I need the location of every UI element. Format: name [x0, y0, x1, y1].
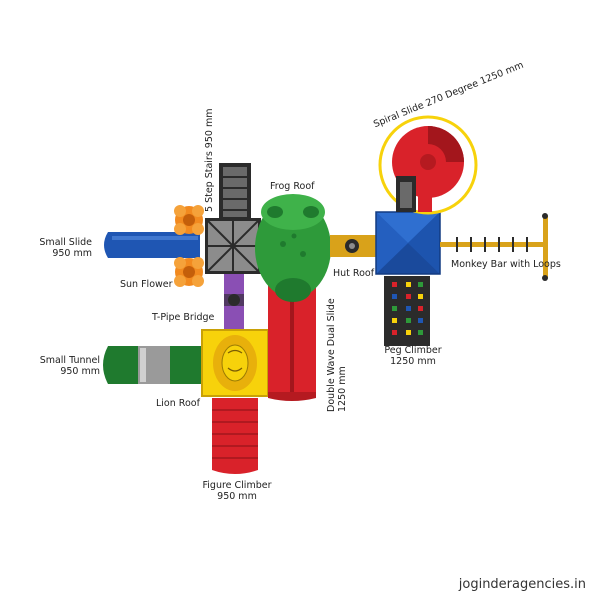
label-step-stairs: 5 Step Stairs 950 mm — [204, 108, 215, 212]
label-figure-climber: Figure Climber 950 mm — [194, 480, 280, 502]
t-pipe-bridge — [224, 274, 244, 330]
label-small-tunnel-name: Small Tunnel — [39, 355, 100, 366]
label-peg-climber-size: 1250 mm — [390, 356, 436, 367]
small-tunnel — [103, 346, 204, 384]
label-double-wave: Double Wave Dual Slide 1250 mm — [326, 298, 348, 412]
deck-platform — [205, 218, 261, 274]
label-small-slide: Small Slide 950 mm — [18, 237, 92, 259]
frog-roof — [255, 194, 331, 302]
label-peg-climber-name: Peg Climber — [384, 345, 442, 356]
label-small-tunnel-size: 950 mm — [60, 366, 100, 377]
sun-flower-top — [174, 205, 204, 235]
spiral-slide — [378, 115, 478, 215]
sun-flower-bottom — [174, 257, 204, 287]
lion-roof — [201, 329, 269, 397]
hut-roof — [375, 211, 441, 275]
label-frog-roof: Frog Roof — [270, 181, 315, 192]
step-stairs — [219, 163, 251, 219]
label-small-slide-name: Small Slide — [39, 237, 92, 248]
label-monkey-bar: Monkey Bar with Loops — [451, 259, 561, 270]
label-hut-roof: Hut Roof — [333, 268, 375, 279]
label-sun-flower: Sun Flower — [120, 279, 173, 290]
label-figure-climber-size: 950 mm — [217, 491, 257, 502]
label-t-pipe-bridge: T-Pipe Bridge — [152, 312, 215, 323]
small-slide — [104, 232, 200, 258]
label-small-slide-size: 950 mm — [52, 248, 92, 259]
label-double-wave-name: Double Wave Dual Slide — [326, 298, 337, 412]
label-small-tunnel: Small Tunnel 950 mm — [14, 355, 100, 377]
peg-climber — [384, 276, 430, 346]
label-peg-climber: Peg Climber 1250 mm — [380, 345, 446, 367]
figure-climber — [212, 398, 258, 474]
label-lion-roof: Lion Roof — [156, 398, 200, 409]
bridge-to-hut — [330, 235, 378, 257]
monkey-bar — [440, 213, 548, 281]
watermark: joginderagencies.in — [458, 577, 586, 592]
label-figure-climber-name: Figure Climber — [202, 480, 272, 491]
label-double-wave-size: 1250 mm — [337, 366, 348, 412]
